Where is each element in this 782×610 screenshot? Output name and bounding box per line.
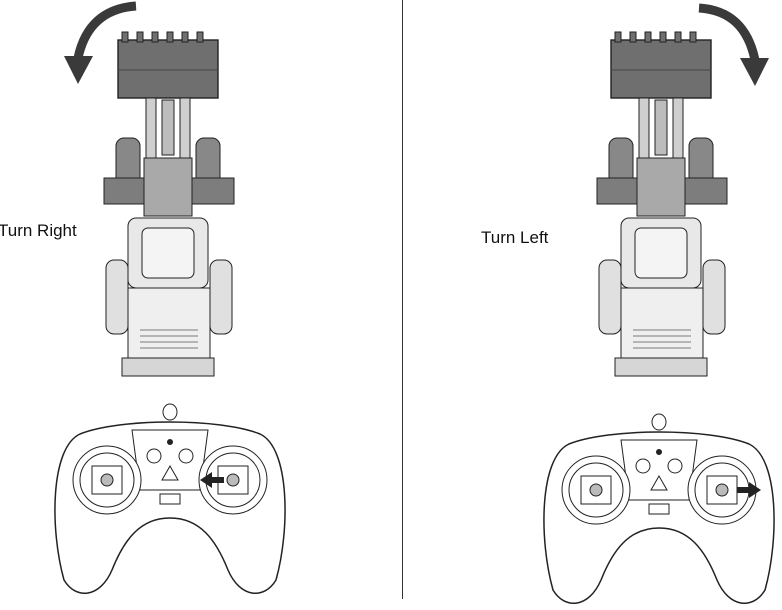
- panel-divider: [402, 0, 403, 599]
- rotate-clockwise-arrow-icon: [698, 3, 769, 86]
- panel-turn-left: Turn Left: [403, 0, 782, 605]
- panel-turn-right: Turn Right: [0, 1, 286, 595]
- rotate-counterclockwise-arrow-icon: [64, 1, 137, 84]
- caption-turn-left: Turn Left: [481, 228, 549, 247]
- remote-controller-illustration: [543, 413, 775, 605]
- loader-vehicle-illustration: [596, 31, 728, 377]
- remote-controller-illustration: [54, 403, 286, 595]
- caption-turn-right: Turn Right: [0, 221, 77, 240]
- loader-vehicle-illustration: [103, 31, 235, 377]
